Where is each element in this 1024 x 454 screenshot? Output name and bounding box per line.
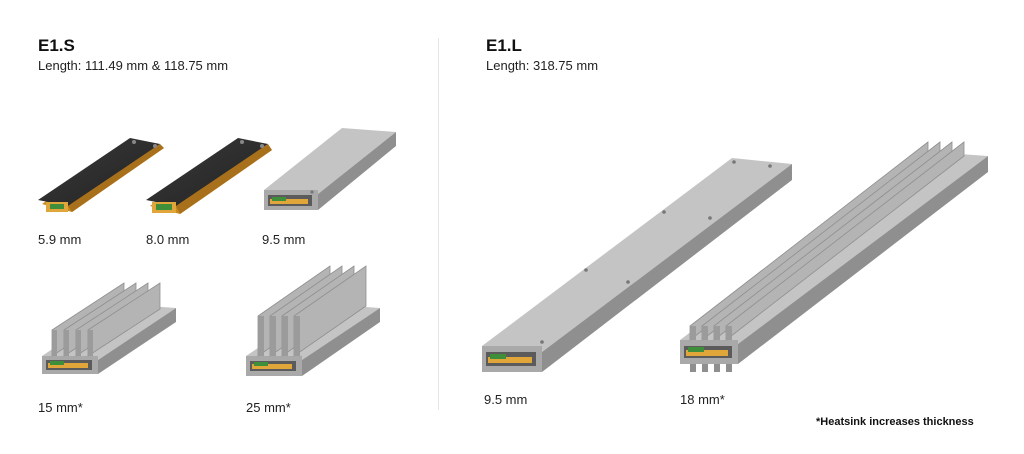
e1l-subtitle: Length: 318.75 mm: [486, 58, 599, 73]
footnote: *Heatsink increases thickness: [816, 416, 974, 428]
e1s-subtitle: Length: 111.49 mm & 118.75 mm: [38, 58, 229, 73]
e1s-15mm-drive: [42, 282, 176, 374]
e1l-18mm-drive: [680, 141, 988, 372]
e1l-9-5mm-drive: [482, 158, 792, 372]
caption-e1s-5-9mm: 5.9 mm: [38, 232, 82, 247]
e1s-9-5mm-drive: [264, 128, 396, 210]
e1s-8-0mm-drive: [146, 138, 272, 214]
e1s-25mm-drive: [246, 265, 380, 376]
caption-e1l-9-5mm: 9.5 mm: [484, 392, 528, 407]
caption-e1s-8-0mm: 8.0 mm: [146, 232, 190, 247]
e1s-5-9mm-drive: [38, 138, 164, 212]
caption-e1s-9-5mm: 9.5 mm: [262, 232, 306, 247]
caption-e1s-25mm: 25 mm*: [246, 400, 291, 415]
e1s-title: E1.S: [38, 36, 75, 55]
caption-e1s-15mm: 15 mm*: [38, 400, 83, 415]
section-divider: [438, 38, 439, 410]
e1l-title: E1.L: [486, 36, 522, 55]
caption-e1l-18mm: 18 mm*: [680, 392, 725, 407]
